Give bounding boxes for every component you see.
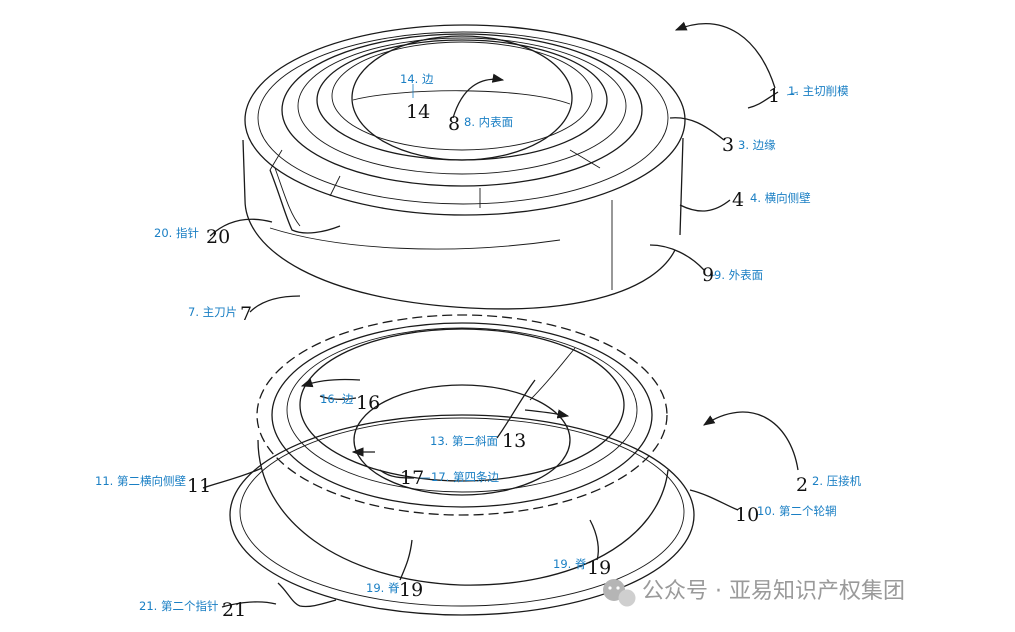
watermark: 公众号 · 亚易知识产权集团 — [603, 579, 905, 607]
ref-num-4: 4 — [732, 189, 744, 211]
watermark-text: 公众号 · 亚易知识产权集团 — [642, 579, 905, 604]
main-cutting-die — [242, 24, 686, 310]
callout-1: 1. 主切削模 — [788, 84, 849, 98]
callout-11: 11. 第二横向侧壁 — [95, 474, 186, 488]
ref-num-10: 10 — [735, 504, 759, 526]
ref-num-16: 16 — [356, 392, 380, 414]
ref-num-8: 8 — [448, 113, 460, 135]
ref-num-14: 14 — [406, 101, 430, 123]
ref-num-3: 3 — [722, 134, 734, 156]
ref-num-19b: 19 — [587, 557, 611, 579]
callout-17: 17. 第四条边 — [431, 470, 499, 484]
callout-9: 9. 外表面 — [714, 268, 763, 282]
callout-19a: 19. 脊 — [366, 581, 400, 595]
ref-num-2: 2 — [796, 474, 808, 496]
callout-10: 10. 第二个轮辋 — [757, 504, 836, 518]
ref-num-11: 11 — [187, 475, 211, 497]
callout-20: 20. 指针 — [154, 226, 199, 240]
ref-num-13: 13 — [502, 430, 526, 452]
ref-num-1: 1 — [768, 85, 780, 107]
ref-num-9: 9 — [702, 264, 714, 286]
ref-num-17: 17 — [400, 467, 424, 489]
callout-3: 3. 边缘 — [738, 138, 776, 152]
ref-num-19a: 19 — [399, 579, 423, 601]
ref-num-20: 20 — [206, 226, 230, 248]
wechat-logo-icon — [603, 579, 636, 607]
callout-2: 2. 压接机 — [812, 474, 862, 488]
callout-14: 14. 边 — [400, 72, 434, 86]
callout-13: 13. 第二斜面 — [430, 434, 498, 448]
callout-4: 4. 横向侧壁 — [750, 191, 811, 205]
ref-num-7: 7 — [240, 303, 252, 325]
ref-num-21: 21 — [222, 599, 246, 621]
callout-21: 21. 第二个指针 — [139, 599, 218, 613]
callout-8: 8. 内表面 — [464, 115, 513, 129]
crimping-machine — [229, 314, 695, 616]
callout-16: 16. 边 — [320, 392, 354, 406]
callout-7: 7. 主刀片 — [188, 305, 237, 319]
callout-19b: 19. 脊 — [553, 557, 587, 571]
